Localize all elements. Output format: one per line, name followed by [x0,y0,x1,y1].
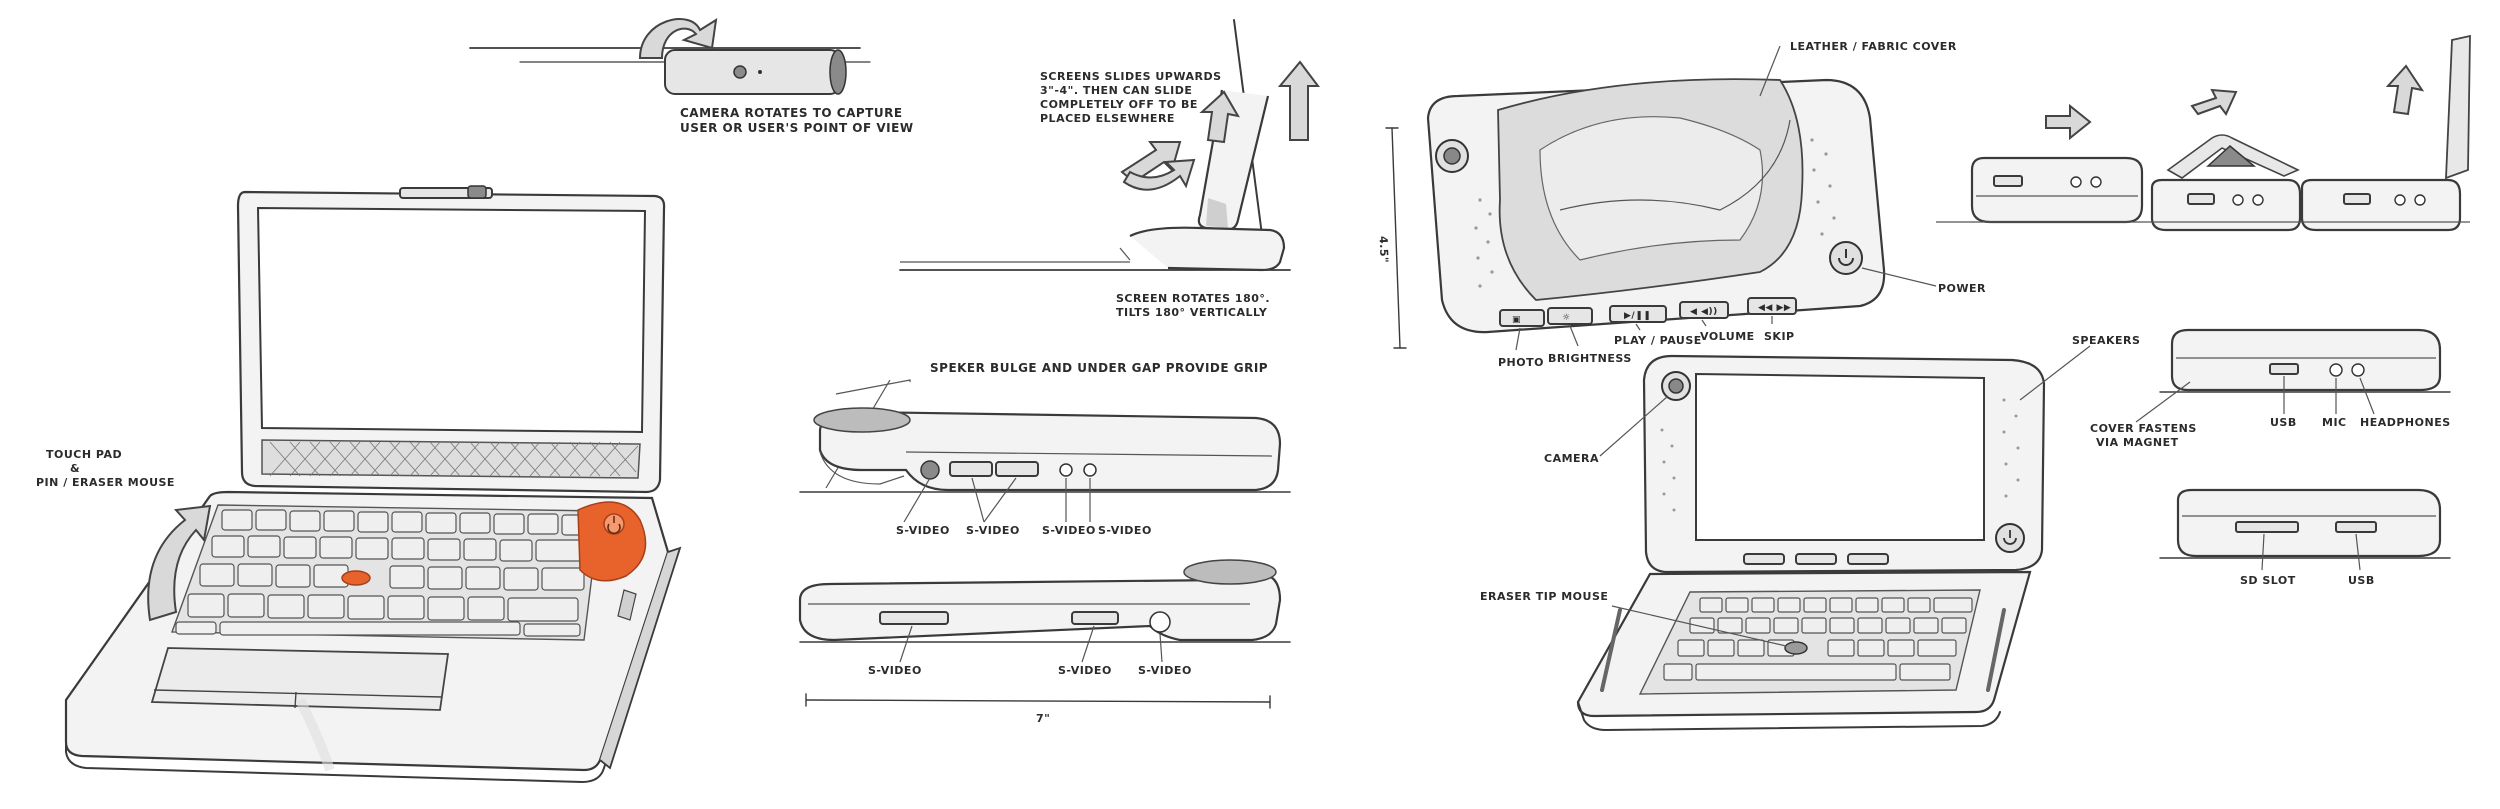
up-right-arrow-icon-2 [2190,88,2238,116]
height-dimension-line [1391,127,1401,349]
up-arrow-icon-2 [1277,60,1320,141]
touch-pad-label-1: TOUCH PAD [46,448,122,461]
camera-rotates-label-2: USER OR USER'S POINT OF VIEW [680,121,914,135]
usb-label-2: USB [2348,574,2375,587]
screen-slides-label-2: 3"-4". THEN CAN SLIDE [1040,84,1192,97]
mic-label: MIC [2322,416,2347,429]
camera-rotation-detail [469,18,871,95]
speakers-label: SPEAKERS [2072,334,2140,347]
port-label-3: S-VIDEO [1042,524,1096,537]
screen-rotates-label-1: SCREEN ROTATES 180°. [1116,292,1270,305]
leather-cover-label: LEATHER / FABRIC COVER [1790,40,1957,53]
touch-pad-label-2: & [70,462,80,475]
port-label-5: S-VIDEO [868,664,922,677]
side-view-bottom [798,559,1291,643]
port-label-1: S-VIDEO [896,524,950,537]
sd-slot-label: SD SLOT [2240,574,2296,587]
port-label-2: S-VIDEO [966,524,1020,537]
rotate-arrow-icon [638,18,718,59]
photo-label: PHOTO [1498,356,1544,369]
flip-sequence [1936,34,2471,232]
orange-control-pad [577,501,647,582]
width-dimension-label: 7" [1036,712,1050,725]
camera-rotates-label-1: CAMERA ROTATES TO CAPTURE [680,106,903,120]
side-view-top [799,379,1291,493]
port-view-top [2159,328,2451,393]
rotate-arrow-icon-2 [1122,158,1196,191]
volume-label: VOLUME [1700,330,1755,343]
brightness-label: BRIGHTNESS [1548,352,1632,365]
camera-module [467,185,487,199]
screen-slides-label-3: COMPLETELY OFF TO BE [1040,98,1198,111]
speaker-bulge-label: SPEKER BULGE AND UNDER GAP PROVIDE GRIP [930,361,1268,375]
port-view-bottom [2159,488,2451,559]
handheld-open-view [1576,354,2046,731]
media-control-strip: ▣ ☼ ▶/❚❚ ◀ ◀)) ◀◀ ▶▶ [1499,297,1797,327]
width-dimension-line [805,699,1271,703]
cover-fastens-label-1: COVER FASTENS [2090,422,2197,435]
port-label-7: S-VIDEO [1138,664,1192,677]
up-arrow-icon [1199,90,1240,144]
port-label-4: S-VIDEO [1098,524,1152,537]
laptop-perspective-sketch [64,185,682,783]
screen-slides-label-1: SCREENS SLIDES UPWARDS [1040,70,1222,83]
camera-label: CAMERA [1544,452,1599,465]
pin-eraser-mouse [341,570,371,586]
laptop-keyboard [171,504,601,641]
screen-rotates-label-2: TILTS 180° VERTICALLY [1116,306,1268,319]
power-label: POWER [1938,282,1986,295]
handheld-with-cover: ▣ ☼ ▶/❚❚ ◀ ◀)) ◀◀ ▶▶ [1385,78,1886,349]
brightness-icon: ☼ [1562,313,1571,323]
height-dimension-label: 4.5" [1377,236,1391,264]
skip-label: SKIP [1764,330,1795,343]
eraser-tip-mouse [1784,641,1808,655]
play-pause-label: PLAY / PAUSE [1614,334,1702,347]
touch-pad-label-3: PIN / ERASER MOUSE [36,476,175,489]
port-label-6: S-VIDEO [1058,664,1112,677]
up-arrow-icon-3 [2385,64,2425,116]
volume-icon: ◀ ◀)) [1690,307,1718,317]
usb-label-1: USB [2270,416,2297,429]
power-icon-2 [2003,530,2017,545]
right-arrow-icon [2045,103,2092,141]
power-icon [1838,249,1854,266]
eraser-tip-label: ERASER TIP MOUSE [1480,590,1608,603]
play-pause-icon: ▶/❚❚ [1624,311,1651,321]
headphones-label: HEADPHONES [2360,416,2451,429]
curved-arrow-icon [147,504,212,622]
laptop-touchpad [150,647,450,711]
skip-icon: ◀◀ ▶▶ [1758,303,1791,313]
screen-slide-detail [899,19,1320,272]
photo-icon: ▣ [1512,315,1521,325]
cover-fastens-label-2: VIA MAGNET [2096,436,2179,449]
screen-slides-label-4: PLACED ELSEWHERE [1040,112,1175,125]
